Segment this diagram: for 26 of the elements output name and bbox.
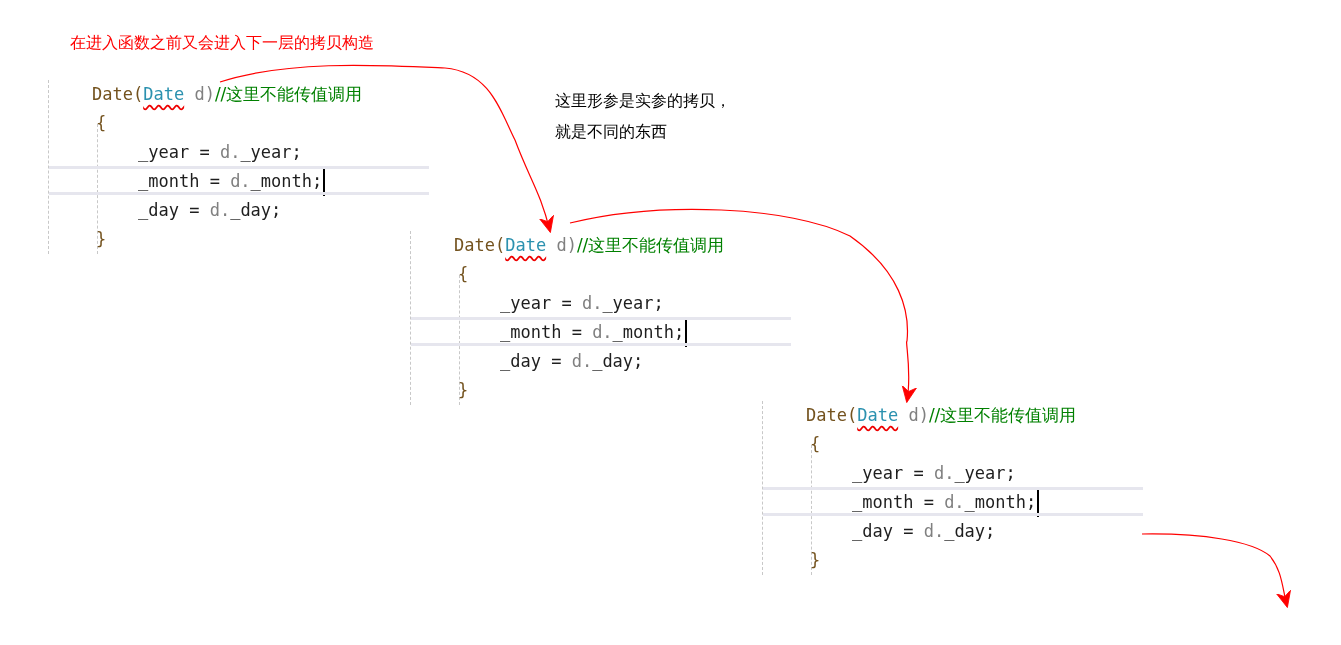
- code-block: [762, 401, 1143, 575]
- code-line: _month = d._month;: [138, 167, 326, 196]
- code-line: Date(Date d)//这里不能传值调用: [454, 234, 725, 257]
- hand-drawn-arrow: [569, 208, 917, 403]
- code-line: }: [810, 549, 821, 572]
- code-block: [48, 80, 429, 254]
- code-line: {: [96, 112, 107, 135]
- annotation-text: 在进入函数之前又会进入下一层的拷贝构造: [70, 33, 375, 53]
- code-line: {: [810, 433, 821, 456]
- code-line: {: [458, 263, 469, 286]
- code-line: Date(Date d)//这里不能传值调用: [92, 83, 363, 106]
- code-line: _day = d._day;: [138, 199, 282, 222]
- hand-drawn-arrow: [1141, 533, 1292, 608]
- code-line: _month = d._month;: [500, 318, 688, 347]
- code-line: _year = d._year;: [500, 292, 664, 315]
- code-line: Date(Date d)//这里不能传值调用: [806, 404, 1077, 427]
- annotation-text: 这里形参是实参的拷贝，就是不同的东西: [555, 90, 732, 143]
- code-line: }: [96, 228, 107, 251]
- code-line: _month = d._month;: [852, 488, 1040, 517]
- hand-drawn-arrow: [219, 64, 554, 233]
- code-line: }: [458, 379, 469, 402]
- code-line: _day = d._day;: [500, 350, 644, 373]
- code-line: _year = d._year;: [138, 141, 302, 164]
- code-block: [410, 231, 791, 405]
- code-line: _day = d._day;: [852, 520, 996, 543]
- code-line: _year = d._year;: [852, 462, 1016, 485]
